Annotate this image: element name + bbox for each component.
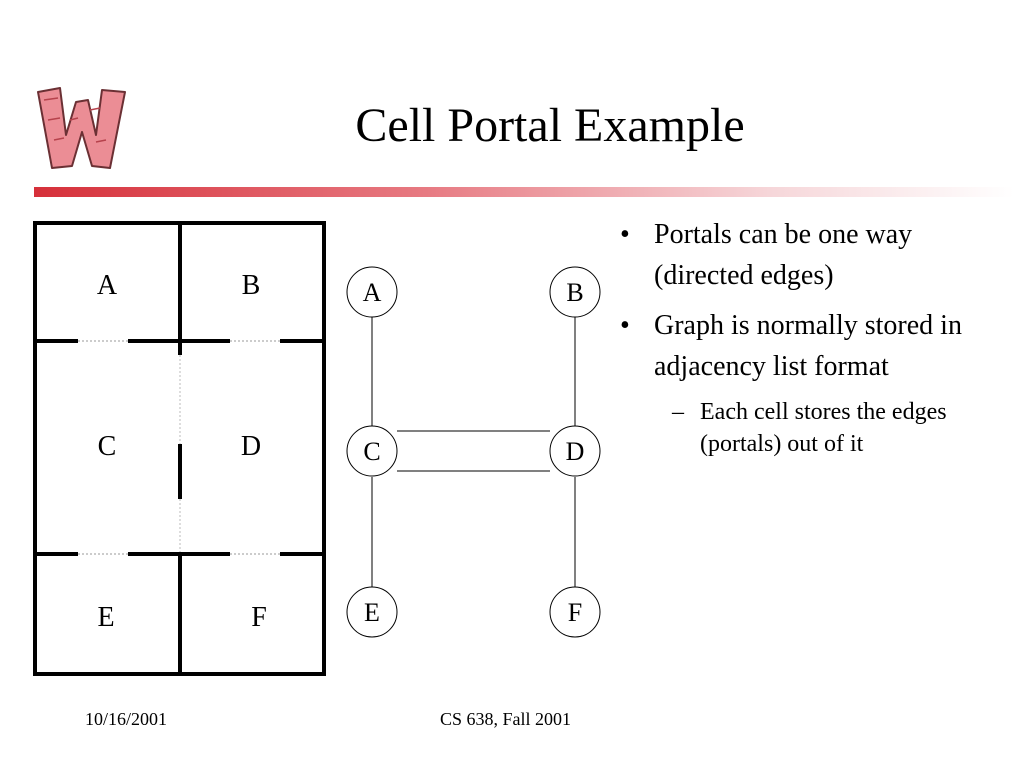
graph-node-label-e: E: [364, 598, 380, 627]
cell-label-d: D: [241, 431, 261, 462]
footer-course: CS 638, Fall 2001: [440, 709, 572, 729]
graph-node-b: [549, 266, 601, 318]
portal-graph-diagram: A B C D E F: [346, 266, 601, 638]
graph-node-label-b: B: [566, 278, 583, 307]
graph-node-f: [549, 586, 601, 638]
bullet-item: Graph is normally stored in adjacency li…: [612, 305, 1012, 387]
graph-node-c: [346, 425, 398, 477]
graph-node-label-d: D: [566, 437, 585, 466]
footer-date: 10/16/2001: [85, 709, 168, 729]
graph-node-e: [346, 586, 398, 638]
graph-node-label-a: A: [363, 278, 382, 307]
cell-label-a: A: [97, 270, 118, 301]
sub-bullet-dash: –: [672, 399, 684, 425]
bullet-text: Portals can be one way (directed edges): [654, 219, 913, 291]
bullet-list: Portals can be one way (directed edges) …: [612, 214, 1012, 460]
wisconsin-w-logo-icon: [37, 87, 126, 169]
floorplan-diagram: A B C D E F: [33, 221, 326, 676]
cell-label-f: F: [251, 602, 267, 633]
graph-node-label-f: F: [568, 598, 582, 627]
graph-node-label-c: C: [363, 437, 380, 466]
cell-label-e: E: [97, 602, 114, 633]
graph-node-a: [346, 266, 398, 318]
bullet-text: Graph is normally stored in adjacency li…: [654, 310, 962, 382]
title-rule: [34, 187, 1014, 197]
cell-label-b: B: [242, 270, 261, 301]
sub-bullet-text: Each cell stores the edges (portals) out…: [700, 399, 947, 457]
graph-node-d: [549, 425, 601, 477]
sub-bullet-item: – Each cell stores the edges (portals) o…: [612, 396, 1012, 460]
bullet-item: Portals can be one way (directed edges): [612, 214, 1012, 296]
cell-label-c: C: [98, 431, 117, 462]
slide-title: Cell Portal Example: [355, 99, 745, 152]
